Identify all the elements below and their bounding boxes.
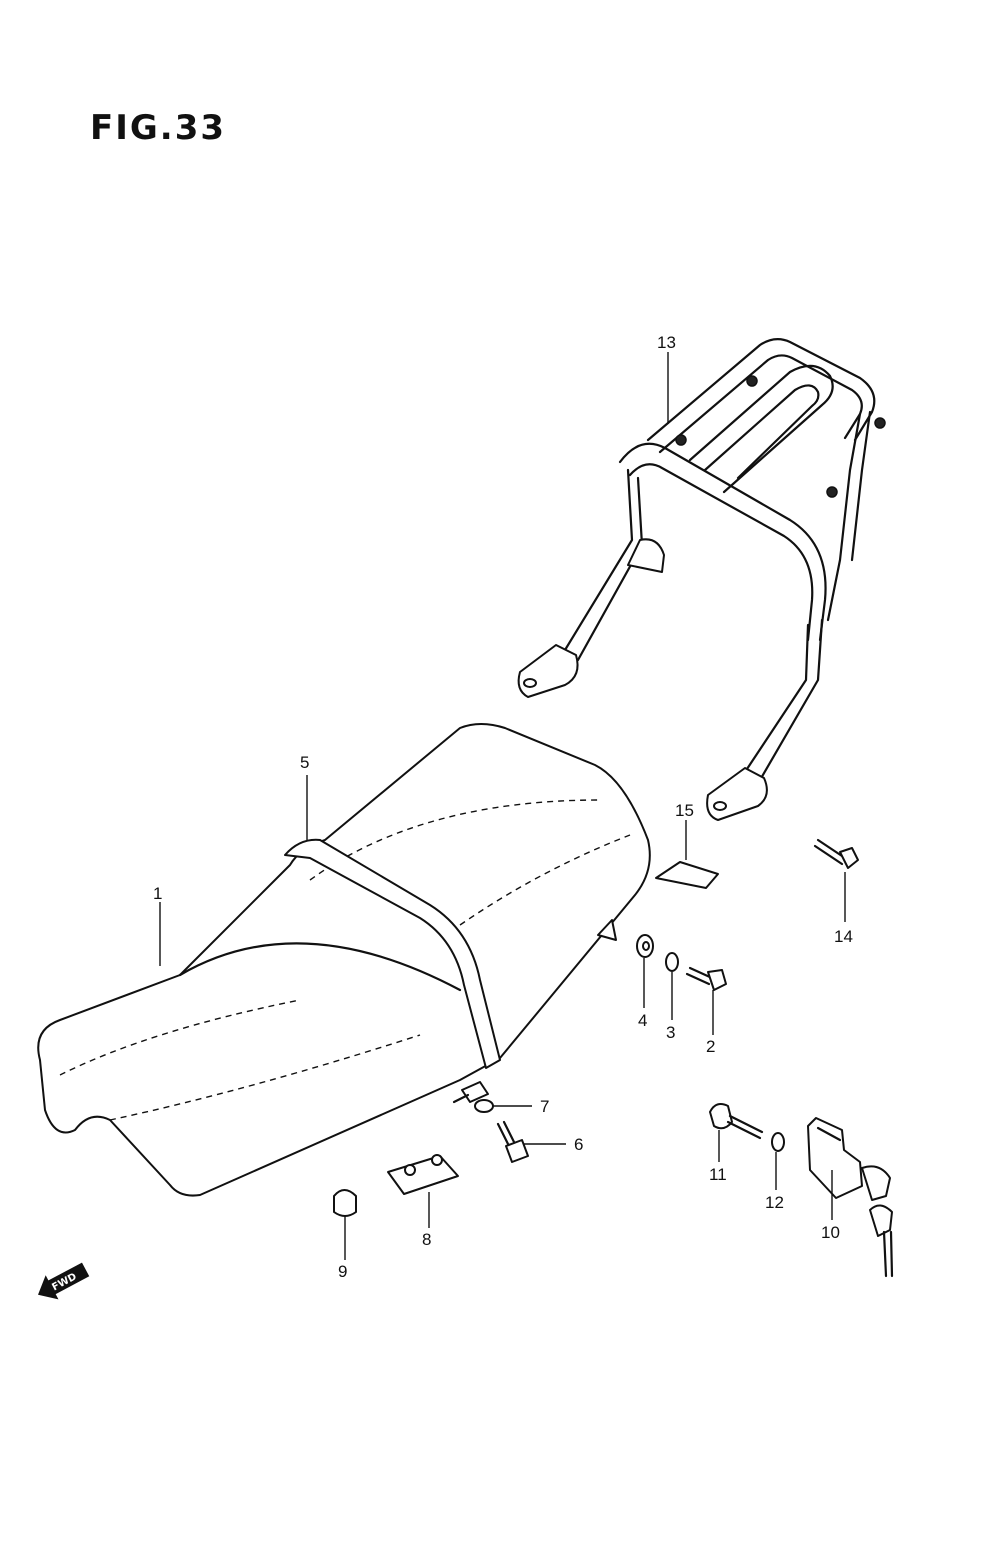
- callout-14: 14: [834, 927, 853, 946]
- callout-3: 3: [666, 1023, 675, 1042]
- leader-lines: [159, 352, 846, 1260]
- callout-6: 6: [574, 1135, 583, 1154]
- part-8-bracket: [387, 1154, 459, 1195]
- callout-1: 1: [153, 884, 162, 903]
- callout-labels: 1 2 3 4 5 6 7 8 9 10 11 12 13 14 15: [153, 333, 853, 1281]
- part-12-washer: [771, 1132, 785, 1152]
- part-6-bolt: [496, 1120, 529, 1163]
- part-7-washer: [474, 1099, 494, 1113]
- callout-13: 13: [657, 333, 676, 352]
- callout-8: 8: [422, 1230, 431, 1249]
- part-13-rear-carrier: [517, 338, 886, 821]
- callout-2: 2: [706, 1037, 715, 1056]
- callout-4: 4: [638, 1011, 647, 1030]
- part-3-lock-washer: [665, 952, 679, 972]
- callout-15: 15: [675, 801, 694, 820]
- part-15-pad: [655, 861, 719, 889]
- callout-5: 5: [300, 753, 309, 772]
- part-1-seat: [37, 723, 651, 1197]
- part-10-seat-lock: [807, 1117, 894, 1278]
- callout-7: 7: [540, 1097, 549, 1116]
- part-9-cushion: [333, 1189, 357, 1217]
- callout-9: 9: [338, 1262, 347, 1281]
- part-2-bolt: [685, 966, 727, 991]
- part-11-bolt: [709, 1103, 764, 1140]
- callout-11: 11: [709, 1165, 727, 1184]
- part-4-washer: [636, 934, 654, 958]
- part-14-bolt: [813, 838, 859, 869]
- callout-10: 10: [821, 1223, 840, 1242]
- fwd-arrow-icon: FWD: [38, 1262, 90, 1300]
- callout-12: 12: [765, 1193, 784, 1212]
- figure-title: FIG.33: [90, 108, 227, 148]
